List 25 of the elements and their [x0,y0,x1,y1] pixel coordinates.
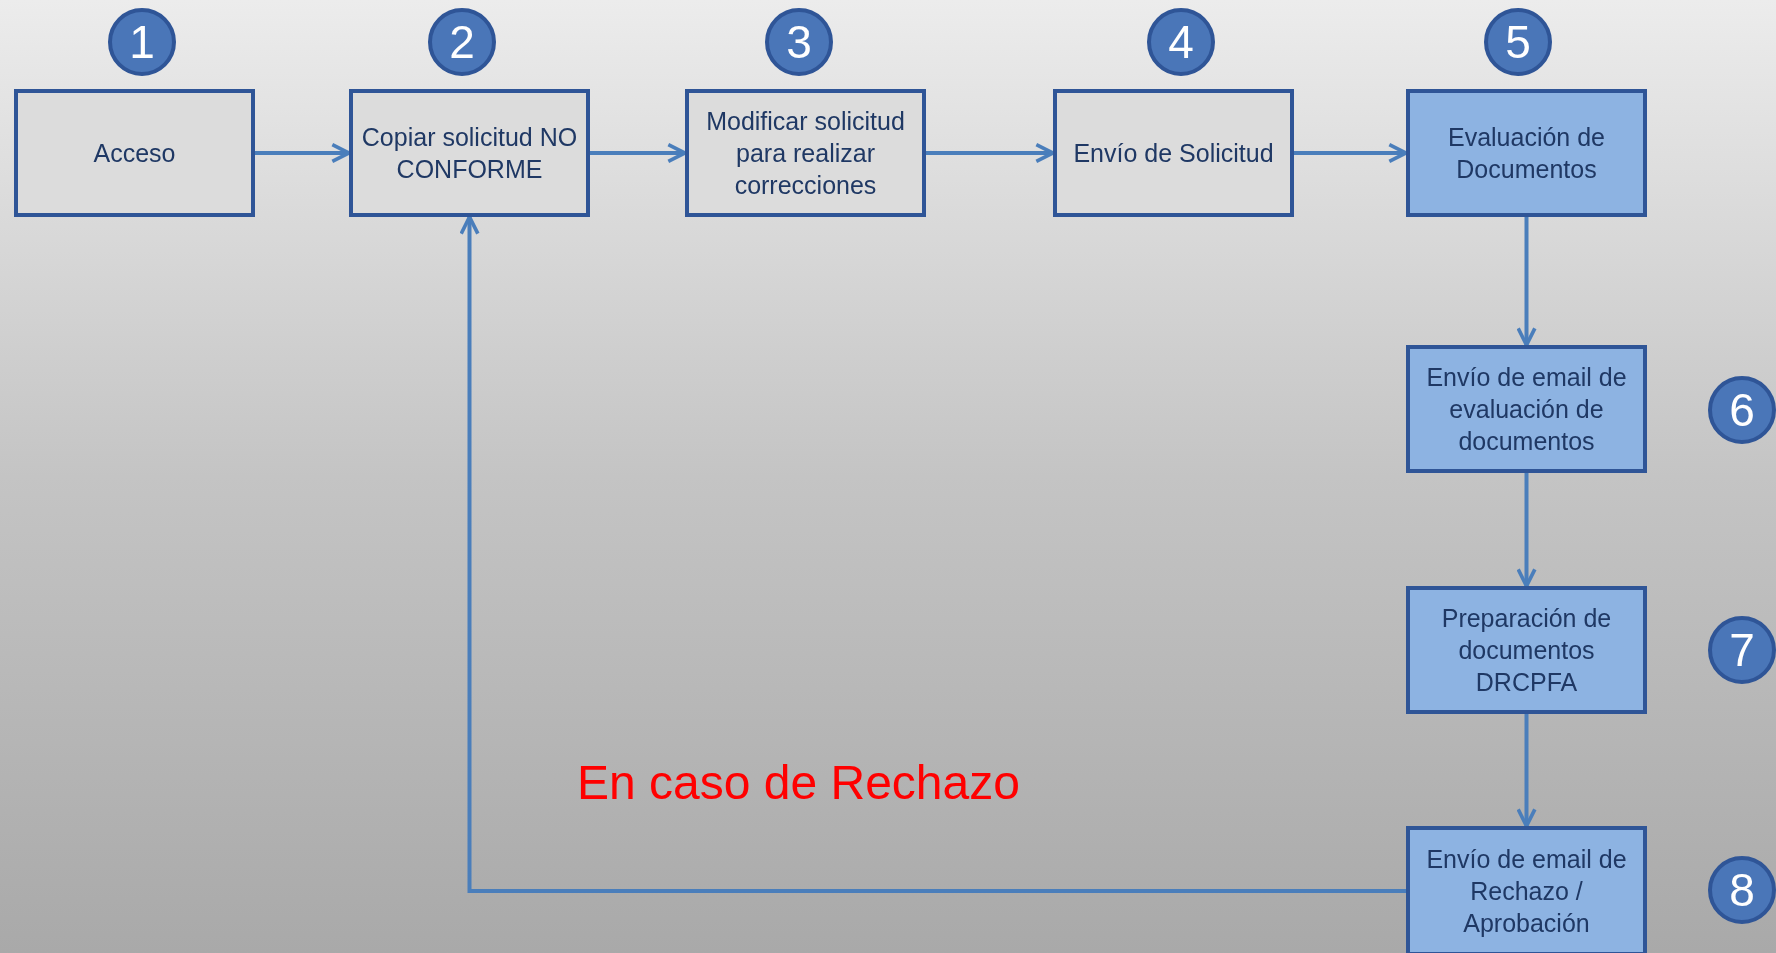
arrow [1516,473,1537,588]
step-number-circle: 4 [1147,8,1215,76]
process-box: Envío de email de Rechazo / Aprobación [1406,826,1647,953]
step-number-circle: 7 [1708,616,1776,684]
arrow [926,142,1055,164]
arrow [1516,217,1537,347]
process-box: Acceso [14,89,255,217]
step-number-circle: 3 [765,8,833,76]
step-number-circle: 5 [1484,8,1552,76]
step-number-circle: 8 [1708,856,1776,924]
step-number-circle: 1 [108,8,176,76]
arrow [590,142,687,164]
arrow [255,142,351,164]
process-box: Envío de email de evaluación de documentos [1406,345,1647,473]
process-box: Preparación de documentos DRCPFA [1406,586,1647,714]
process-box: Evaluación de Documentos [1406,89,1647,217]
arrow [1294,142,1408,164]
process-box: Copiar solicitud NO CONFORME [349,89,590,217]
process-box: Envío de Solicitud [1053,89,1294,217]
step-number-circle: 6 [1708,376,1776,444]
note-text: En caso de Rechazo [577,755,1020,810]
arrow [1516,714,1537,828]
step-number-circle: 2 [428,8,496,76]
process-box: Modificar solicitud para realizar correcciones [685,89,926,217]
arrow [459,215,1406,893]
